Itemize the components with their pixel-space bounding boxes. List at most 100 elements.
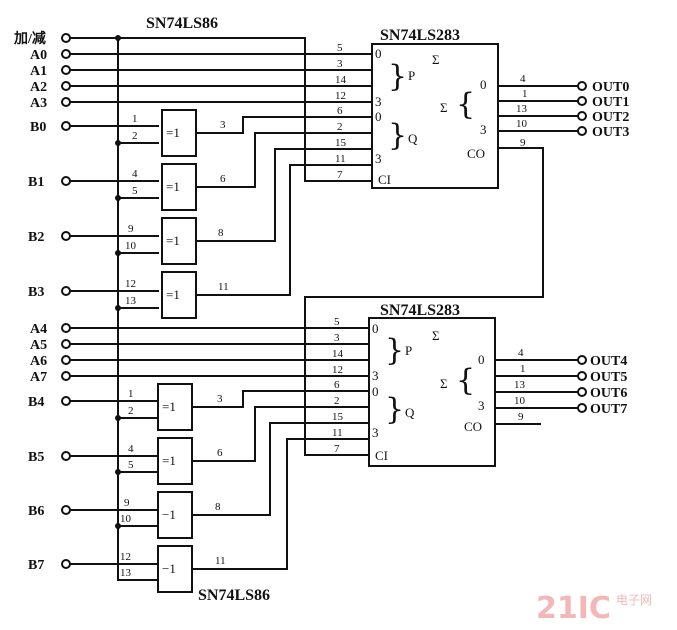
adder-pin: 3 <box>337 58 343 70</box>
adder-pin: 7 <box>337 169 343 181</box>
output-label-out5: OUT5 <box>590 370 627 385</box>
input-label-b3: B3 <box>28 285 44 300</box>
brace-icon: } <box>385 333 404 368</box>
gate-pin-label: 10 <box>120 513 132 525</box>
adder-bottom-box <box>368 317 496 467</box>
output-label-out2: OUT2 <box>592 110 629 125</box>
adder-pin: 9 <box>518 411 524 423</box>
gate-symbol: =1 <box>166 179 180 194</box>
junction-dot <box>115 523 121 529</box>
adder-ci-label: CI <box>378 172 391 187</box>
output-label-out4: OUT4 <box>590 354 627 369</box>
gate-out-pin: 3 <box>220 119 226 131</box>
input-label-b7: B7 <box>28 558 44 573</box>
watermark-logo: 21IC <box>536 591 611 626</box>
carry-chain-wire <box>304 147 544 456</box>
input-label-b2: B2 <box>28 230 44 245</box>
adder-pin: 5 <box>334 316 340 328</box>
adder-bit-label: 3 <box>372 368 379 383</box>
gate-pin-label: 2 <box>132 130 138 142</box>
junction-dot <box>115 469 121 475</box>
adder-pin: 4 <box>520 73 526 85</box>
input-label-a4: A4 <box>30 322 47 337</box>
gate-symbol: =1 <box>162 399 176 414</box>
input-label-a5: A5 <box>30 338 47 353</box>
adder-top-chip-label: SN74LS283 <box>380 27 460 44</box>
adder-pin: 12 <box>332 364 343 376</box>
junction-dot <box>115 140 121 146</box>
adder-p-label: P <box>408 68 415 83</box>
adder-p-label: P <box>405 343 412 358</box>
gate-pin-label: 5 <box>132 185 138 197</box>
adder-bit-label: 0 <box>375 109 382 124</box>
brace-icon: } <box>388 118 407 153</box>
adder-pin: 2 <box>337 121 343 133</box>
gate3-out-wire <box>195 164 371 296</box>
adder-bit-label: 0 <box>480 77 487 92</box>
gate-pin-label: 2 <box>128 405 134 417</box>
junction-dot <box>115 35 121 41</box>
adder-pin: 6 <box>337 105 343 117</box>
input-label-b5: B5 <box>28 450 44 465</box>
output-label-out0: OUT0 <box>592 80 629 95</box>
gate-out-pin: 6 <box>220 173 226 185</box>
adder-co-label: CO <box>467 146 485 161</box>
gate-pin-label: 9 <box>124 497 130 509</box>
adder-q-label: Q <box>405 405 415 420</box>
adder-bit-label: 0 <box>375 46 382 61</box>
adder-pin: 14 <box>335 74 347 86</box>
output-label-out7: OUT7 <box>590 402 627 417</box>
junction-dot <box>115 415 121 421</box>
gate-symbol: =1 <box>166 287 180 302</box>
adder-pin: 9 <box>520 137 526 149</box>
gate-pin-label: 10 <box>125 240 137 252</box>
input-label-a1: A1 <box>30 64 47 79</box>
adder-pin: 10 <box>514 395 526 407</box>
adder-bit-label: 3 <box>480 122 487 137</box>
output-label-out1: OUT1 <box>592 95 629 110</box>
gate-pin-label: 1 <box>128 388 134 400</box>
brace-open-icon: { <box>456 363 475 398</box>
brace-open-icon: { <box>456 87 475 122</box>
xor-gate-0 <box>161 109 197 157</box>
watermark-sub: 电子网 <box>616 593 652 607</box>
gate5-out-wire <box>191 406 368 462</box>
adder-bit-label: 3 <box>478 398 485 413</box>
input-label-add-sub: 加/减 <box>13 30 46 47</box>
brace-icon: } <box>385 392 404 427</box>
adder-bit-label: 0 <box>372 321 379 336</box>
gate-pin-label: 1 <box>132 113 138 125</box>
adder-pin: 4 <box>518 347 524 359</box>
adder-pin: 13 <box>514 379 526 391</box>
adder-pin: 7 <box>334 443 340 455</box>
input-label-a6: A6 <box>30 354 47 369</box>
adder-bit-label: 0 <box>478 352 485 367</box>
gate-out-pin: 6 <box>217 447 223 459</box>
gate0-out-wire <box>195 116 371 134</box>
adder-pin: 11 <box>332 427 343 439</box>
junction-dot <box>115 250 121 256</box>
adder-pin: 1 <box>520 363 526 375</box>
adder-sigma-label: Σ <box>440 376 448 391</box>
adder-top-box <box>371 43 499 189</box>
gate7-out-wire <box>191 438 368 570</box>
adder-pin: 1 <box>522 88 528 100</box>
gate-out-pin: 8 <box>218 227 224 239</box>
gate-pin-label: 9 <box>128 223 134 235</box>
adder-q-label: Q <box>408 131 418 146</box>
input-label-a7: A7 <box>30 370 47 385</box>
input-label-a2: A2 <box>30 80 47 95</box>
gate-pin-label: 13 <box>125 295 137 307</box>
gate-pin-label: 4 <box>128 443 134 455</box>
input-label-b6: B6 <box>28 504 44 519</box>
gate-pin-label: 12 <box>120 551 131 563</box>
gate-symbol: =1 <box>162 453 176 468</box>
input-label-a3: A3 <box>30 96 47 111</box>
input-label-b0: B0 <box>30 120 46 135</box>
input-label-b4: B4 <box>28 395 44 410</box>
gate-out-pin: 8 <box>215 501 221 513</box>
adder-pin: 10 <box>516 118 528 130</box>
gate6-out-wire <box>191 422 368 516</box>
